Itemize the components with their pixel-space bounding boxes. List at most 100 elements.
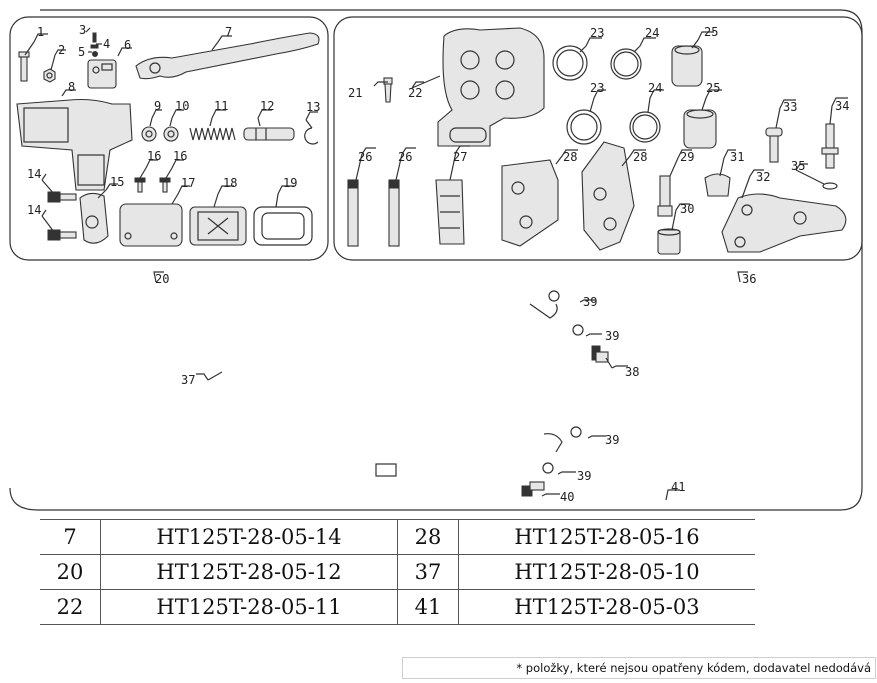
label-part-23a: 23 bbox=[590, 26, 604, 40]
part-circlip-13 bbox=[304, 127, 319, 145]
part-lever-7 bbox=[135, 32, 320, 80]
table-cell-num: 22 bbox=[40, 589, 101, 625]
part-washer-39a bbox=[548, 290, 560, 302]
part-screw-16b bbox=[159, 177, 171, 193]
label-part-30: 30 bbox=[680, 202, 694, 216]
part-bushing-30 bbox=[657, 228, 681, 255]
part-seal-24b bbox=[629, 111, 661, 143]
label-part-29: 29 bbox=[680, 150, 694, 164]
label-part-11: 11 bbox=[214, 99, 228, 113]
group-box-caliper bbox=[333, 16, 863, 261]
label-part-41: 41 bbox=[671, 480, 685, 494]
table-row: 20 HT125T-28-05-12 37 HT125T-28-05-10 bbox=[40, 554, 755, 590]
label-part-25b: 25 bbox=[706, 81, 720, 95]
part-pin-33 bbox=[765, 127, 783, 163]
label-part-39b: 39 bbox=[605, 329, 619, 343]
part-clip-35 bbox=[822, 182, 838, 190]
part-washer-4 bbox=[90, 44, 99, 49]
part-banjo-bolt-38 bbox=[591, 345, 609, 363]
label-part-40: 40 bbox=[560, 490, 574, 504]
part-screw-16a bbox=[134, 177, 146, 193]
table-divider bbox=[397, 554, 398, 590]
part-bracket-32 bbox=[721, 193, 847, 253]
table-cell-num: 20 bbox=[40, 554, 101, 590]
part-seal-10 bbox=[163, 126, 179, 142]
label-part-24a: 24 bbox=[645, 26, 659, 40]
outer-frame bbox=[9, 9, 863, 511]
part-nut-2 bbox=[43, 68, 56, 83]
part-gasket-19 bbox=[253, 206, 313, 246]
part-brake-pad-28a bbox=[501, 159, 559, 247]
part-code-table: 7 HT125T-28-05-14 28 HT125T-28-05-16 20 … bbox=[40, 519, 755, 625]
part-plate-18 bbox=[189, 206, 247, 246]
label-part-34: 34 bbox=[835, 99, 849, 113]
part-pin-26b bbox=[388, 179, 400, 247]
part-caliper-22 bbox=[437, 27, 545, 147]
part-bolt-14a bbox=[47, 191, 77, 203]
part-bleed-valve-21 bbox=[383, 77, 393, 103]
label-part-6: 6 bbox=[124, 38, 131, 52]
label-part-20: 20 bbox=[155, 272, 169, 286]
part-pin-34 bbox=[821, 123, 839, 169]
part-bolt-1 bbox=[18, 51, 30, 82]
part-piston-25b bbox=[683, 109, 717, 149]
part-clamp-15 bbox=[79, 192, 109, 244]
label-part-28a: 28 bbox=[563, 150, 577, 164]
table-row: 7 HT125T-28-05-14 28 HT125T-28-05-16 bbox=[40, 519, 755, 555]
label-part-35: 35 bbox=[791, 159, 805, 173]
part-piston-12 bbox=[243, 127, 295, 141]
part-washer-39b bbox=[572, 324, 584, 336]
label-part-32: 32 bbox=[756, 170, 770, 184]
label-part-17: 17 bbox=[181, 176, 195, 190]
part-spring-5 bbox=[92, 51, 98, 57]
part-banjo-bolt-40 bbox=[521, 481, 545, 497]
table-cell-num: 28 bbox=[397, 519, 459, 555]
group-box-master-cylinder bbox=[9, 16, 329, 261]
part-seal-23a bbox=[552, 45, 588, 81]
label-part-19: 19 bbox=[283, 176, 297, 190]
table-cell-num: 7 bbox=[40, 519, 101, 555]
part-seal-23b bbox=[566, 109, 602, 145]
table-cell-code: HT125T-28-05-12 bbox=[100, 554, 397, 590]
part-cover-17 bbox=[119, 203, 183, 247]
label-part-5: 5 bbox=[78, 45, 85, 59]
part-pin-29 bbox=[657, 175, 673, 217]
part-seal-24a bbox=[610, 48, 642, 80]
part-washer-39d bbox=[542, 462, 554, 474]
label-part-16b: 16 bbox=[173, 149, 187, 163]
label-part-9: 9 bbox=[154, 99, 161, 113]
table-cell-code: HT125T-28-05-10 bbox=[458, 554, 755, 590]
leader-lines bbox=[24, 27, 848, 501]
exploded-parts-diagram: 1 2 3 4 5 6 7 8 9 10 11 12 13 14 14 15 1… bbox=[9, 9, 863, 511]
label-part-28b: 28 bbox=[633, 150, 647, 164]
part-piston-25a bbox=[671, 45, 703, 87]
part-boot-31 bbox=[704, 173, 731, 197]
label-part-16a: 16 bbox=[147, 149, 161, 163]
label-part-8: 8 bbox=[68, 80, 75, 94]
label-part-24b: 24 bbox=[648, 81, 662, 95]
table-cell-num: 37 bbox=[397, 554, 459, 590]
label-part-3: 3 bbox=[79, 23, 86, 37]
label-part-36: 36 bbox=[742, 272, 756, 286]
label-part-33: 33 bbox=[783, 100, 797, 114]
table-cell-num: 41 bbox=[397, 589, 459, 625]
label-part-18: 18 bbox=[223, 176, 237, 190]
label-part-2: 2 bbox=[58, 43, 65, 57]
label-part-38: 38 bbox=[625, 365, 639, 379]
part-spring-plate-27 bbox=[435, 179, 465, 245]
label-part-21: 21 bbox=[348, 86, 362, 100]
label-part-15: 15 bbox=[110, 175, 124, 189]
part-master-cylinder-8 bbox=[16, 98, 133, 191]
label-part-12: 12 bbox=[260, 99, 274, 113]
label-part-22: 22 bbox=[408, 86, 422, 100]
table-row: 22 HT125T-28-05-11 41 HT125T-28-05-03 bbox=[40, 589, 755, 625]
label-part-7: 7 bbox=[225, 25, 232, 39]
table-cell-code: HT125T-28-05-03 bbox=[458, 589, 755, 625]
part-washer-39c bbox=[570, 426, 582, 438]
label-part-14b: 14 bbox=[27, 203, 41, 217]
label-part-13: 13 bbox=[306, 100, 320, 114]
label-part-27: 27 bbox=[453, 150, 467, 164]
label-part-39d: 39 bbox=[577, 469, 591, 483]
label-part-31: 31 bbox=[730, 150, 744, 164]
label-part-1: 1 bbox=[37, 25, 44, 39]
